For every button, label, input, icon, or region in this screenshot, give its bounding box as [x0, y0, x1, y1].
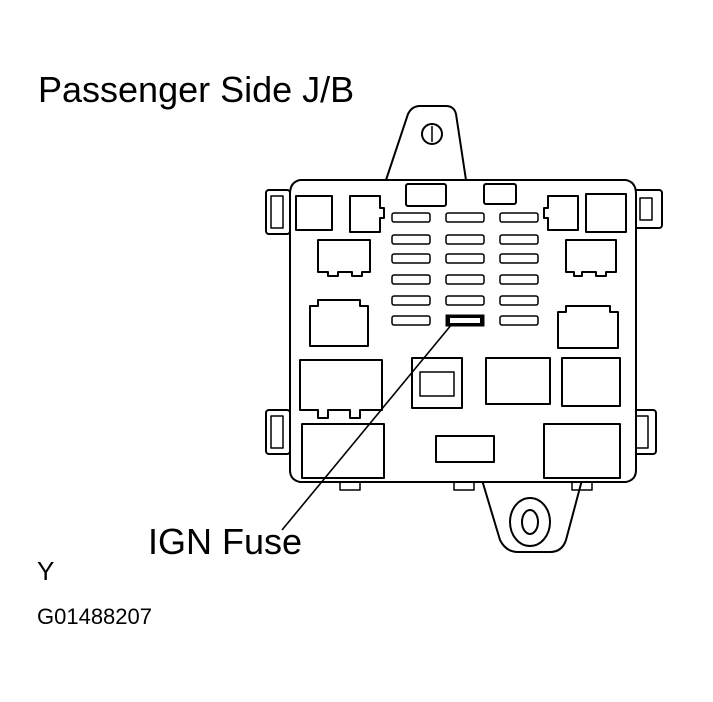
- figure-id: G01488207: [37, 604, 152, 629]
- jb-housing: [289, 179, 637, 483]
- figure-code: Y: [37, 556, 55, 586]
- ign-fuse-leader-line: [281, 323, 453, 531]
- side-connectors: [309, 239, 619, 349]
- diagram-title: Passenger Side J/B: [38, 69, 355, 110]
- ign-fuse-callout-label: IGN Fuse: [148, 521, 303, 562]
- bottom-tabs: [339, 481, 593, 491]
- corner-connectors: [295, 193, 627, 233]
- lower-connectors: [299, 357, 621, 479]
- bottom-mounting-ear: [481, 479, 583, 553]
- bottom-bolt-hole: [521, 509, 539, 535]
- side-clips: [265, 189, 663, 455]
- top-relay-slots: [405, 183, 517, 207]
- fuse-grid: [391, 212, 539, 326]
- top-bolt-hole: [421, 123, 443, 145]
- bottom-bolt-outer: [509, 497, 551, 547]
